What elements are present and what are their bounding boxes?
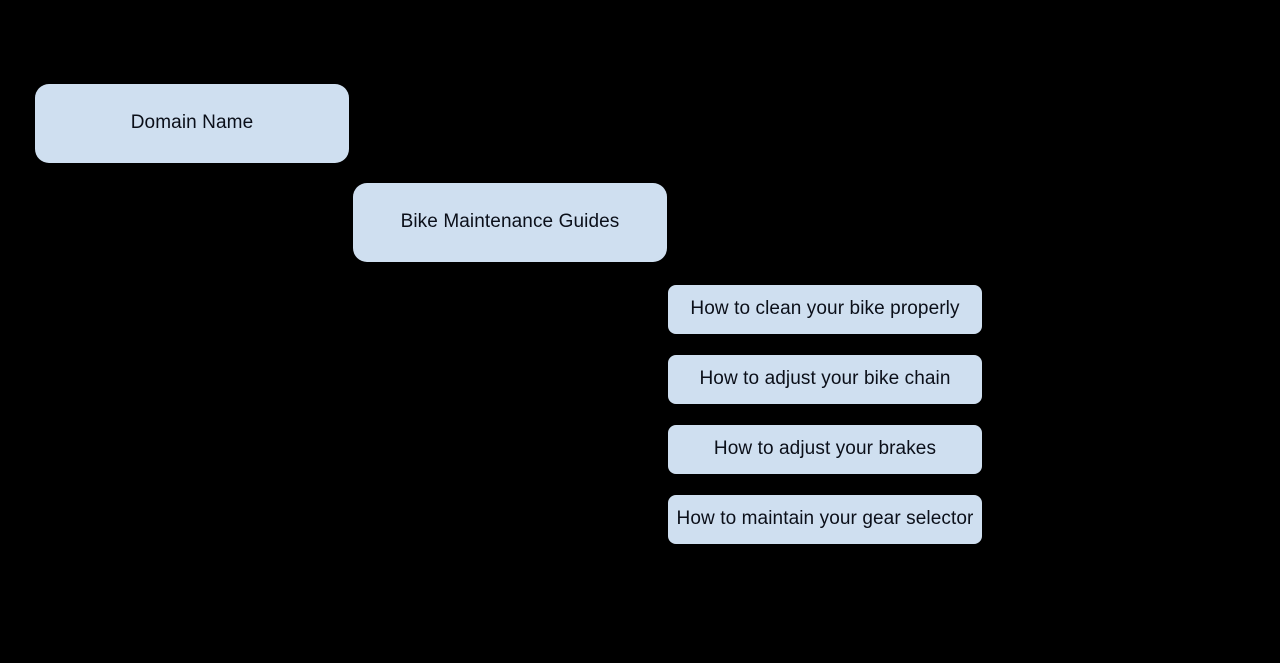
node-guide-adjust-chain-label: How to adjust your bike chain: [699, 368, 951, 390]
node-guide-adjust-chain[interactable]: How to adjust your bike chain: [668, 355, 982, 404]
node-guide-gear-selector-label: How to maintain your gear selector: [676, 508, 974, 530]
node-bike-maintenance-guides-label: Bike Maintenance Guides: [400, 211, 620, 233]
node-guide-gear-selector[interactable]: How to maintain your gear selector: [668, 495, 982, 544]
guide-node-list: How to clean your bike properly How to a…: [668, 285, 982, 544]
node-guide-clean-bike[interactable]: How to clean your bike properly: [668, 285, 982, 334]
node-guide-clean-bike-label: How to clean your bike properly: [690, 298, 960, 320]
node-bike-maintenance-guides[interactable]: Bike Maintenance Guides: [353, 183, 667, 262]
node-guide-adjust-brakes-label: How to adjust your brakes: [713, 438, 937, 460]
node-domain-name[interactable]: Domain Name: [35, 84, 349, 163]
node-domain-name-label: Domain Name: [130, 112, 254, 134]
node-guide-adjust-brakes[interactable]: How to adjust your brakes: [668, 425, 982, 474]
